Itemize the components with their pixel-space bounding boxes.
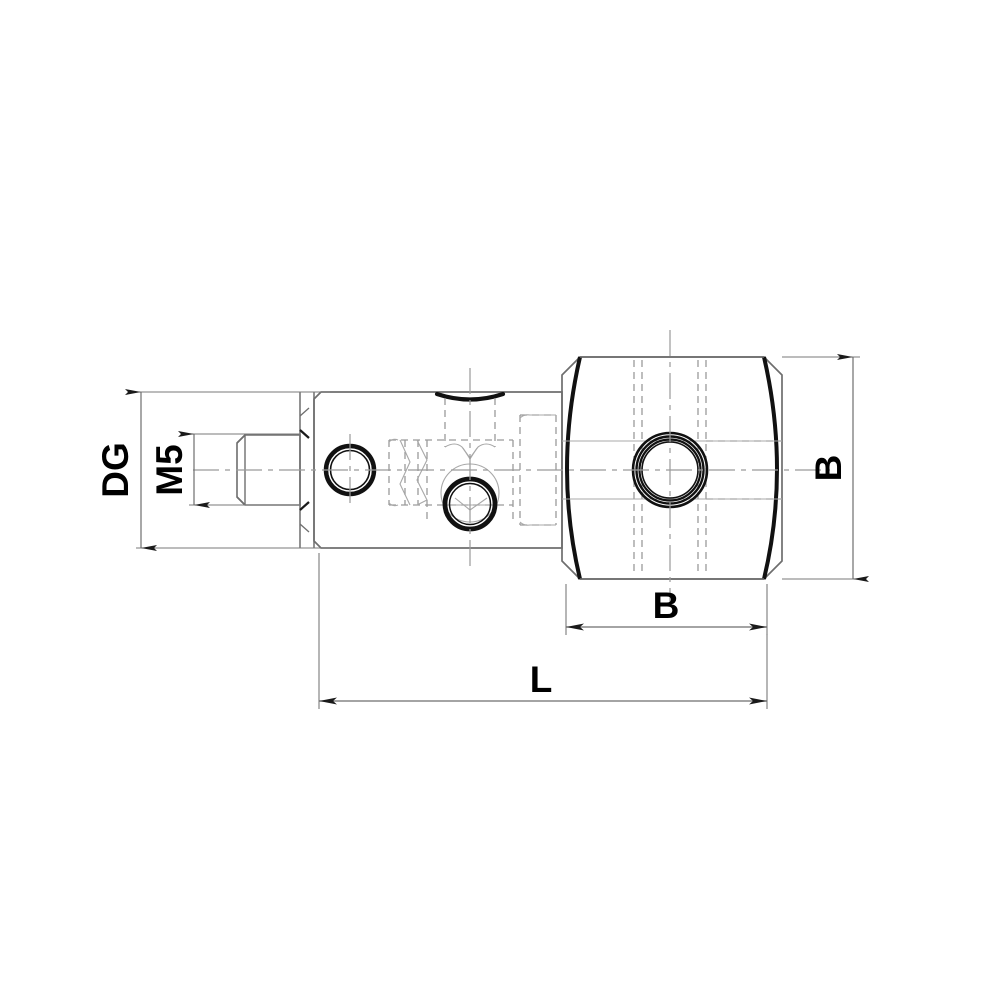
shank-face-step-lower — [299, 501, 310, 511]
thread-zigzag-upper — [416, 439, 428, 506]
center-lines-group — [193, 330, 830, 606]
shoulder-fillet-top — [519, 414, 556, 419]
shoulder-fillet-bottom — [519, 521, 556, 526]
lower-bore-vee — [454, 497, 488, 511]
shank-face-bevel-upper — [299, 407, 310, 417]
dim-label-dg: DG — [95, 442, 136, 498]
thread-zigzag-lower — [399, 439, 411, 506]
dim-label-b-vertical: B — [808, 455, 849, 482]
dim-label-b-horizontal: B — [653, 585, 680, 626]
top-notch-arc — [434, 391, 506, 402]
bores-group — [323, 431, 709, 532]
block-outline — [561, 356, 783, 580]
shank-face-bevel-lower — [299, 523, 310, 533]
bore-fillet-left-top — [388, 438, 399, 443]
dimension-group: DG M5 B B L — [95, 354, 869, 705]
m5-stud-chamfer-bottom — [236, 496, 246, 506]
block-left-barrel-face — [565, 356, 582, 580]
m5-stud-chamfer-top — [236, 434, 246, 444]
dim-label-l: L — [530, 659, 553, 700]
coolant-bore-inner — [448, 482, 492, 526]
bore-fillet-left-bottom — [388, 502, 399, 507]
dim-label-m5: M5 — [149, 444, 190, 495]
extension-lines-group — [136, 356, 860, 709]
shank-face-step-upper — [299, 429, 310, 439]
block-right-barrel-face — [762, 356, 779, 580]
